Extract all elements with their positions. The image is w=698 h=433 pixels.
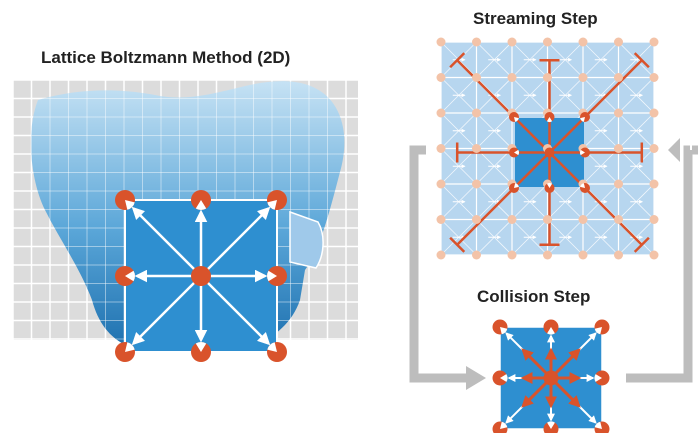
faint-node <box>543 73 552 82</box>
faint-node <box>472 250 481 260</box>
main-lattice-cell <box>115 190 287 362</box>
faint-node <box>436 37 446 47</box>
faint-node <box>614 37 623 47</box>
faint-node <box>472 144 481 153</box>
faint-node <box>649 37 659 47</box>
stream-node <box>509 183 519 193</box>
arrow-stream-to-collision <box>409 145 468 383</box>
faint-node <box>436 215 446 224</box>
collision-step-title: Collision Step <box>477 287 591 306</box>
velocity-arrow <box>131 206 202 277</box>
faint-node <box>649 179 659 189</box>
faint-node <box>472 108 481 118</box>
collision-node <box>543 319 559 335</box>
faint-node <box>649 108 659 118</box>
faint-node <box>472 37 481 47</box>
faint-node <box>436 73 446 82</box>
lattice-node <box>267 266 287 286</box>
page-curl <box>289 210 324 269</box>
lattice-node <box>115 266 135 286</box>
collision-node <box>492 319 508 335</box>
collision-node <box>492 421 508 433</box>
lattice-node <box>191 342 211 362</box>
lattice-node <box>267 190 287 210</box>
faint-node <box>507 250 517 260</box>
faint-node <box>472 179 481 189</box>
lattice-node <box>191 266 211 286</box>
faint-node <box>472 73 481 82</box>
collision-node <box>543 421 559 433</box>
faint-node <box>614 215 623 224</box>
lattice-node <box>191 190 211 210</box>
arrow-head-left <box>668 138 680 162</box>
faint-node <box>614 144 623 153</box>
faint-node <box>649 73 659 82</box>
faint-node <box>507 73 517 82</box>
lattice-node <box>115 342 135 362</box>
faint-node <box>614 179 623 189</box>
faint-node <box>614 108 623 118</box>
faint-node <box>543 37 552 47</box>
faint-node <box>507 215 517 224</box>
faint-node <box>436 250 446 260</box>
faint-node <box>578 73 588 82</box>
collision-lattice-cell <box>492 319 610 433</box>
collision-node <box>594 370 610 386</box>
lattice-node <box>267 342 287 362</box>
stream-node <box>580 147 590 158</box>
faint-node <box>578 37 588 47</box>
cycle-arrows <box>409 138 698 390</box>
collision-node <box>543 370 559 386</box>
faint-node <box>472 215 481 224</box>
stream-node <box>544 112 555 123</box>
faint-node <box>436 179 446 189</box>
faint-node <box>543 250 552 260</box>
velocity-arrow <box>131 275 202 346</box>
streaming-step-title: Streaming Step <box>473 9 598 28</box>
collision-node <box>492 370 508 386</box>
faint-node <box>649 250 659 260</box>
velocity-arrow <box>200 206 271 277</box>
stream-node <box>580 112 590 122</box>
velocity-arrow <box>200 275 271 346</box>
collision-node <box>594 421 610 433</box>
collision-node <box>594 319 610 335</box>
faint-node <box>436 144 446 153</box>
stream-node <box>544 147 555 158</box>
arrow-head-right <box>466 366 486 390</box>
faint-node <box>578 215 588 224</box>
faint-node <box>649 215 659 224</box>
faint-node <box>649 144 659 153</box>
faint-node <box>614 250 623 260</box>
stream-node <box>580 183 590 193</box>
arrow-collision-to-stream <box>626 145 693 383</box>
stream-path <box>456 151 551 246</box>
faint-node <box>436 108 446 118</box>
stream-node <box>509 147 519 158</box>
streaming-lattice <box>436 37 659 260</box>
stream-node <box>544 183 555 193</box>
faint-node <box>614 73 623 82</box>
stream-path <box>548 151 643 246</box>
faint-node <box>507 37 517 47</box>
faint-node <box>543 215 552 224</box>
lattice-node <box>115 190 135 210</box>
faint-node <box>578 250 588 260</box>
main-title: Lattice Boltzmann Method (2D) <box>41 48 291 67</box>
stream-node <box>509 112 519 122</box>
stream-path <box>548 59 643 154</box>
